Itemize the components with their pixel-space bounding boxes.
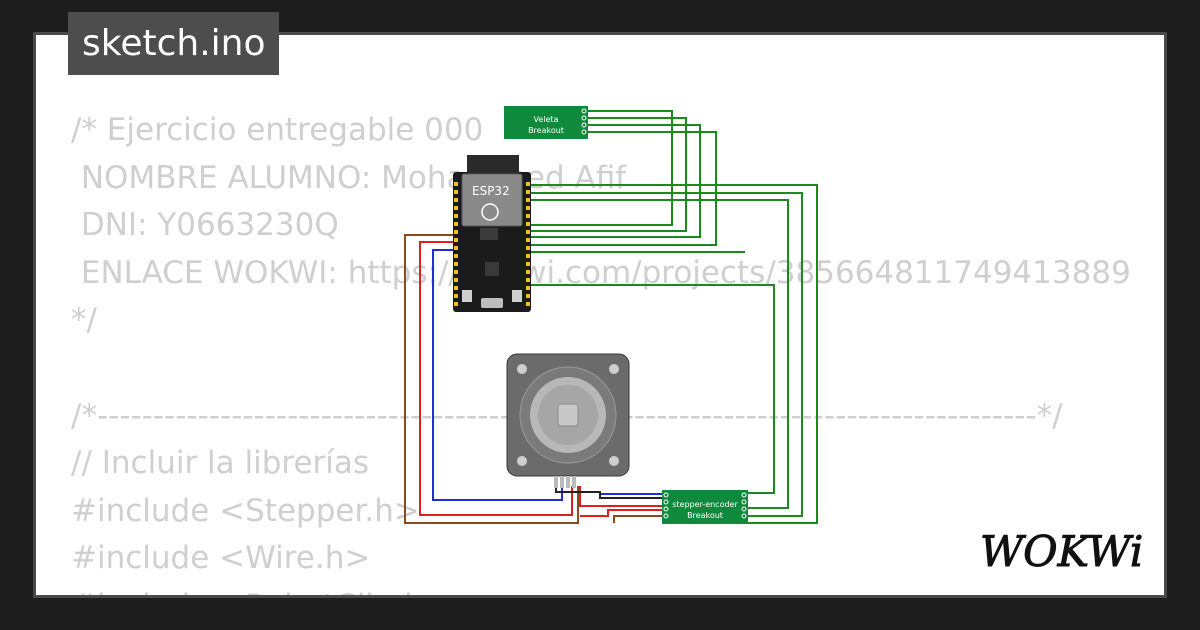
wokwi-logo-text: WOKWi bbox=[980, 527, 1143, 576]
code-line: NOMBRE ALUMNO: Mohammed Afif bbox=[71, 159, 627, 196]
esp32-board: ESP32 bbox=[453, 155, 531, 312]
wires bbox=[404, 110, 818, 524]
esp32-pins-left bbox=[454, 182, 458, 306]
usb-port-icon bbox=[481, 298, 503, 308]
code-line: /* Ejercicio entregable 000 bbox=[71, 112, 484, 148]
esp32-label: ESP32 bbox=[472, 184, 510, 198]
red-wire bbox=[419, 241, 573, 516]
brown-wire bbox=[404, 234, 579, 524]
stepper-encoder-breakout: stepper-encoder Breakout bbox=[662, 490, 748, 524]
veleta-sublabel: Breakout bbox=[528, 126, 564, 135]
red-wire-2 bbox=[579, 486, 665, 507]
code-line: #include <Stepper.h> bbox=[71, 492, 420, 529]
stepper-motor bbox=[506, 353, 630, 488]
brown-wire-2 bbox=[613, 515, 665, 523]
veleta-breakout: Veleta Breakout bbox=[504, 106, 588, 139]
wokwi-logo: WOKWi bbox=[980, 527, 1144, 577]
code-line: DNI: Y0663230Q bbox=[71, 207, 339, 244]
code-line: #include <RobotClimber> bbox=[71, 583, 1131, 595]
veleta-label: Veleta bbox=[534, 115, 559, 124]
code-line: // Incluir la librerías bbox=[71, 445, 370, 482]
stepper-encoder-label: stepper-encoder bbox=[672, 500, 738, 509]
green-wires bbox=[525, 110, 818, 524]
preview-card: /* Ejercicio entregable 000 NOMBRE ALUMN… bbox=[33, 32, 1167, 598]
stepper-encoder-sublabel: Breakout bbox=[687, 511, 723, 520]
code-line: */ bbox=[71, 302, 97, 339]
blue-wire bbox=[432, 249, 563, 501]
red-wire-3 bbox=[580, 509, 665, 517]
code-line: #include <Wire.h> bbox=[71, 540, 371, 577]
esp32-pins-right bbox=[526, 182, 530, 306]
black-wire bbox=[555, 486, 665, 499]
file-name-tab[interactable]: sketch.ino bbox=[68, 12, 280, 75]
espressif-logo-icon bbox=[481, 203, 499, 221]
